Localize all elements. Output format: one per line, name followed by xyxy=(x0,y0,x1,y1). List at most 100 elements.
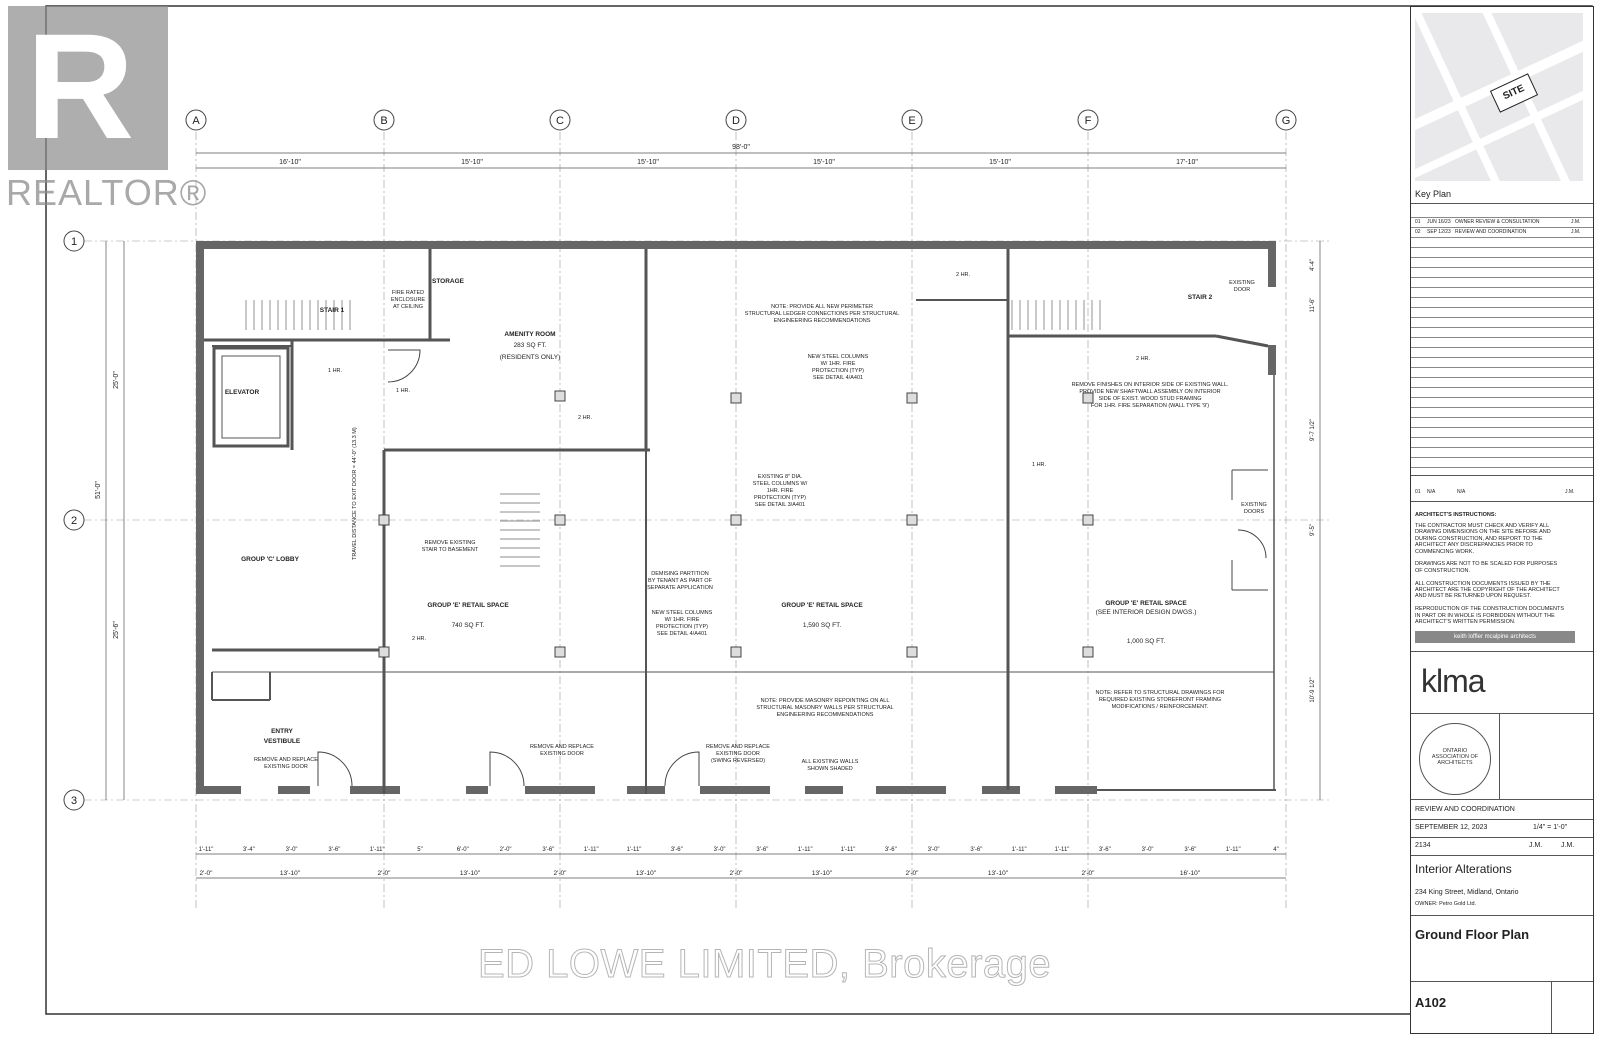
project-title: Interior Alterations xyxy=(1415,862,1512,876)
bottom-dimensions: 1'-11"3'-4"3'-0"3'-6"1'-11"5"6'-0"2'-0"3… xyxy=(196,847,1286,879)
issue-by: J.M. xyxy=(1565,489,1575,495)
dim-left-overall: 51'-0" xyxy=(95,481,102,499)
revision-row xyxy=(1411,427,1593,438)
revision-desc: REVIEW AND COORDINATION xyxy=(1455,229,1527,235)
sheet-border xyxy=(45,5,1593,1015)
instruction-line: ARCHITECT ARE THE COPYRIGHT OF THE ARCHI… xyxy=(1415,587,1560,594)
dim-bottom1: 1'-11" xyxy=(1012,847,1027,853)
project-no: 2134 xyxy=(1415,842,1431,849)
note-1hr: 1 HR. xyxy=(1032,462,1047,468)
grid-label-D: D xyxy=(732,115,740,127)
realtor-logo-box: R xyxy=(8,6,168,170)
column xyxy=(730,392,742,404)
dim-bottom2: 2'-0" xyxy=(554,870,568,877)
grid-bubble-B xyxy=(373,109,395,131)
revision-row xyxy=(1411,357,1593,368)
dim-bottom1: 3'-6" xyxy=(756,847,768,853)
revision-by: J.M. xyxy=(1571,219,1581,225)
dim-bottom1: 1'-11" xyxy=(370,847,385,853)
dim-bottom2: 2'-0" xyxy=(906,870,920,877)
revision-row: 02 SEP 12/23 REVIEW AND COORDINATION J.M. xyxy=(1411,227,1593,238)
key-plan-map: SITE xyxy=(1415,13,1583,181)
revision-row xyxy=(1411,287,1593,298)
label-vestibule: VESTIBULE xyxy=(264,738,301,745)
dim-bottom1: 3'-4" xyxy=(243,847,255,853)
note-1hr: 1 HR. xyxy=(396,388,411,394)
dim-right: 4'-4" xyxy=(1310,259,1316,271)
revision-date: SEP 12/23 xyxy=(1427,229,1451,235)
dim-bottom1: 5" xyxy=(417,847,422,853)
grid-bubble-G xyxy=(1275,109,1297,131)
revision-row xyxy=(1411,277,1593,288)
revision-by: J.M. xyxy=(1571,229,1581,235)
revision-row xyxy=(1411,367,1593,378)
issue-date: N/A xyxy=(1427,489,1436,495)
dim-bottom1: 3'-6" xyxy=(970,847,982,853)
note-remove-finishes: REMOVE FINISHES ON INTERIOR SIDE OF EXIS… xyxy=(1072,382,1229,409)
scale-text: 1/4" = 1'-0" xyxy=(1533,824,1568,831)
dim-right: 9'-7 1/2" xyxy=(1310,419,1316,441)
label-amenity-note: (RESIDENTS ONLY) xyxy=(500,354,561,361)
instruction-line: AND MUST BE RETURNED UPON REQUEST. xyxy=(1415,593,1532,600)
checked-by: J.M. xyxy=(1561,842,1575,849)
dim-bottom2: 13'-10" xyxy=(460,870,481,877)
dim-right: 11'-6" xyxy=(1310,298,1316,313)
revision-row xyxy=(1411,337,1593,348)
seal-text: ONTARIO ASSOCIATION OF ARCHITECTS xyxy=(1431,748,1479,766)
dim-bottom1: 3'-6" xyxy=(542,847,554,853)
revision-no: 02 xyxy=(1415,229,1421,235)
label-amenity-area: 283 SQ FT. xyxy=(514,342,547,349)
instruction-line: OF CONSTRUCTION. xyxy=(1415,567,1470,574)
label-retail3-area: 1,000 SQ FT. xyxy=(1127,638,1165,645)
note-1hr: 1 HR. xyxy=(328,368,343,374)
revision-row xyxy=(1411,327,1593,338)
instruction-line: IN PART OR IN WHOLE IS FORBIDDEN WITHOUT… xyxy=(1415,612,1555,619)
grid-bubble-3 xyxy=(63,789,85,811)
revision-row xyxy=(1411,447,1593,458)
instructions-title: ARCHITECT'S INSTRUCTIONS: xyxy=(1415,512,1497,518)
column xyxy=(1082,392,1094,404)
grid-label-1: 1 xyxy=(71,236,77,248)
revision-row xyxy=(1411,257,1593,268)
dim-right: 10'-9 1/2" xyxy=(1310,677,1316,702)
note-2hr: 2 HR. xyxy=(956,272,971,278)
label-entry: ENTRY xyxy=(271,728,293,735)
dim-span: 15'-10" xyxy=(989,159,1011,166)
label-retail3-note: (SEE INTERIOR DESIGN DWGS.) xyxy=(1096,609,1197,616)
revision-row xyxy=(1411,397,1593,408)
note-2hr: 2 HR. xyxy=(412,636,427,642)
instruction-line: THE CONTRACTOR MUST CHECK AND VERIFY ALL xyxy=(1415,523,1550,529)
sheet-number: A102 xyxy=(1415,995,1447,1010)
structural-columns xyxy=(378,390,1094,658)
grid-bubble-C xyxy=(549,109,571,131)
instruction-line: ARCHITECT ANY DISCREPANCIES PRIOR TO xyxy=(1415,542,1533,549)
revision-row xyxy=(1411,387,1593,398)
key-plan-label: Key Plan xyxy=(1415,189,1452,199)
date-text: SEPTEMBER 12, 2023 xyxy=(1415,824,1488,831)
label-retail2-area: 1,590 SQ FT. xyxy=(803,622,841,629)
revision-row xyxy=(1411,437,1593,448)
column xyxy=(1082,646,1094,658)
dim-bottom2: 13'-10" xyxy=(812,870,833,877)
grid-bubble-2 xyxy=(63,509,85,531)
project-address: 234 King Street, Midland, Ontario xyxy=(1415,889,1519,896)
grid-label-E: E xyxy=(908,115,915,127)
grid-bubble-E xyxy=(901,109,923,131)
dim-bottom2: 13'-10" xyxy=(988,870,1009,877)
label-retail1: GROUP 'E' RETAIL SPACE xyxy=(427,602,509,609)
label-lobby: GROUP 'C' LOBBY xyxy=(241,556,300,563)
grid-label-C: C xyxy=(556,115,564,127)
dim-bottom1: 3'-6" xyxy=(328,847,340,853)
revision-desc: OWNER REVIEW & CONSULTATION xyxy=(1455,219,1540,225)
label-retail1-area: 740 SQ FT. xyxy=(452,622,485,629)
column xyxy=(554,646,566,658)
dim-span: 17'-10" xyxy=(1176,159,1198,166)
dim-span: 16'-10" xyxy=(279,159,301,166)
dim-bottom1: 3'-6" xyxy=(885,847,897,853)
